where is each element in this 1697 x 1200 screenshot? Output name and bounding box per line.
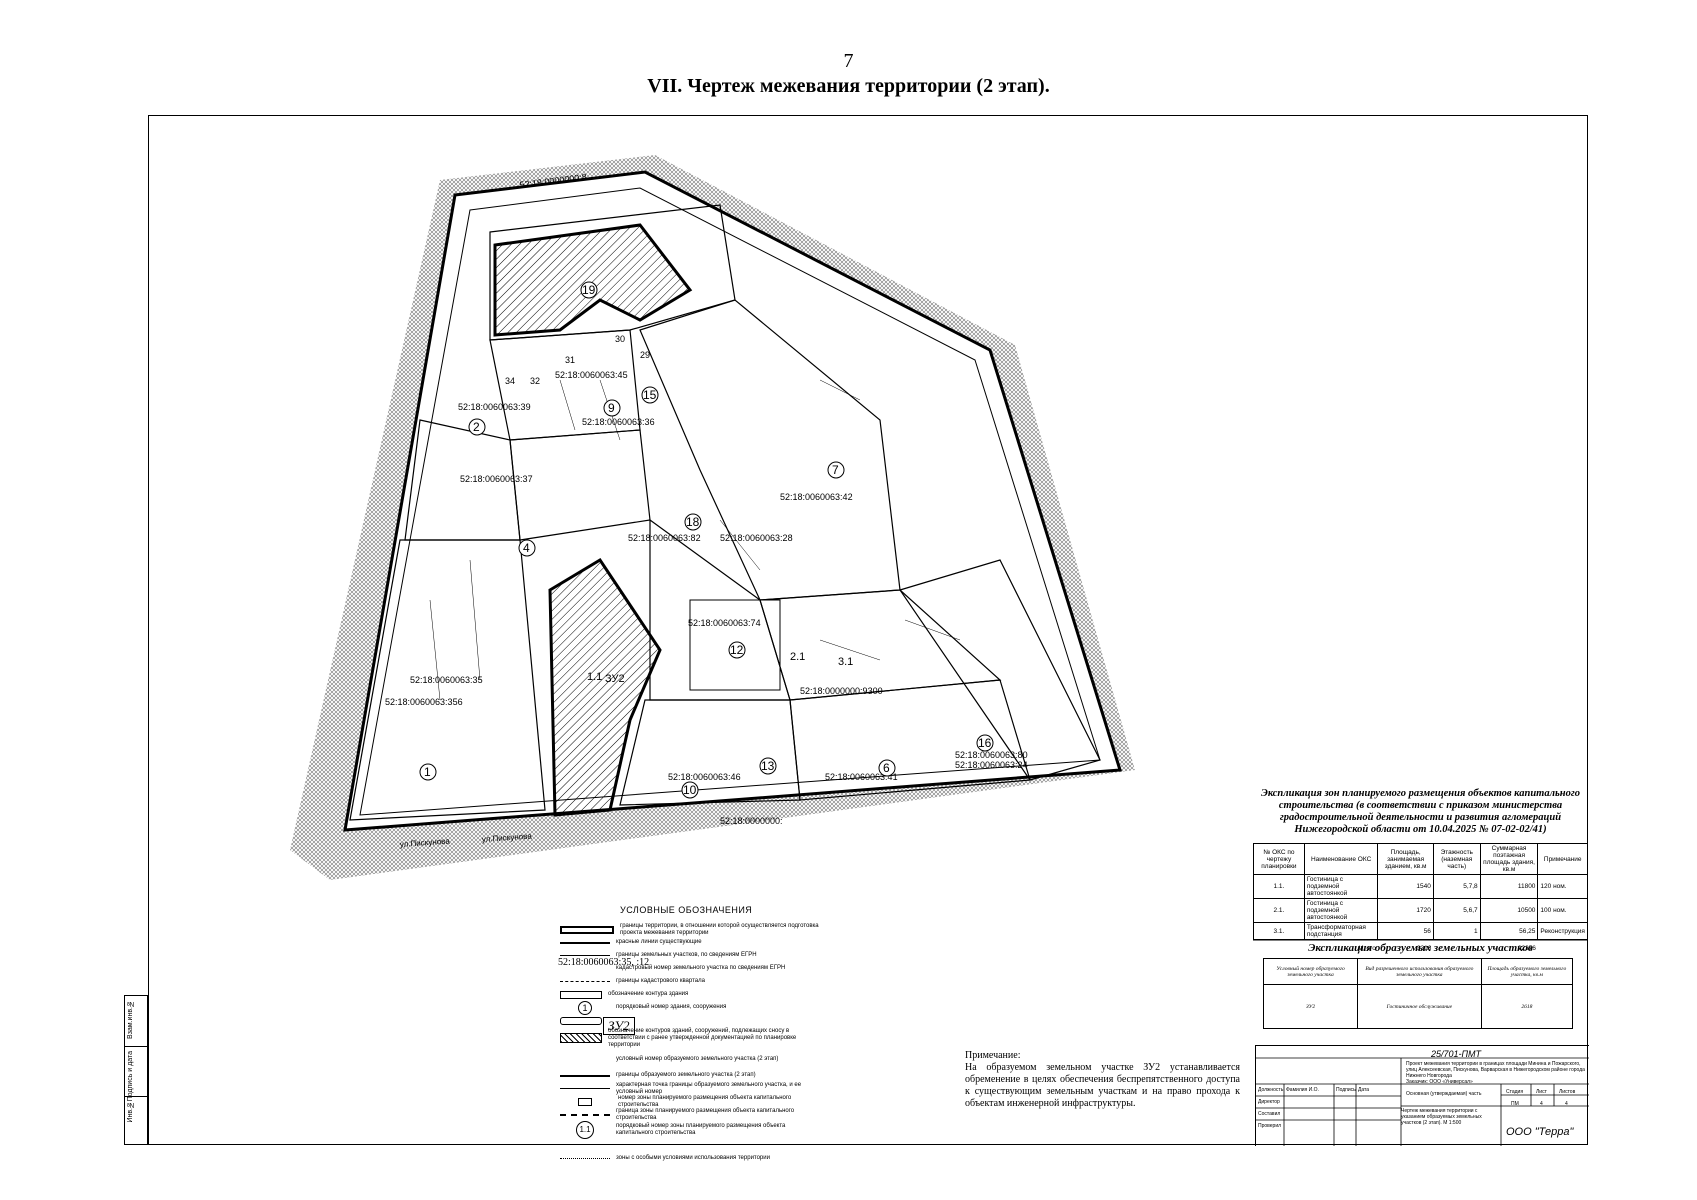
survey-details xyxy=(429,379,961,701)
legend-item: красные линии существующие xyxy=(560,936,820,949)
legend-item xyxy=(560,1014,820,1027)
zone-label: ЗУ2 xyxy=(605,673,625,685)
parcel-label: 52:18:0060063:74 xyxy=(688,618,761,628)
parcel-label: 52:18:0060063:36 xyxy=(582,417,655,427)
svg-text:29: 29 xyxy=(640,350,650,360)
legend-item: зоны с особыми условиями использования т… xyxy=(560,1152,820,1165)
legend-sample-cadnum: 52:18:0060063:35, :12 xyxy=(558,957,650,968)
zone-label: 3.1 xyxy=(838,656,853,668)
legend-item: номер зоны планируемого размещения объек… xyxy=(560,1095,820,1108)
marker: 2 xyxy=(473,420,480,434)
parcel-label: 52:18:0060063:41 xyxy=(825,772,898,782)
doc-code: 25/701-ПМТ xyxy=(1431,1049,1482,1059)
svg-text:30: 30 xyxy=(615,334,625,344)
parcel-label: 52:18:0060063:35 xyxy=(410,675,483,685)
zone-labels: 1.1 2.1 3.1 ЗУ2 xyxy=(587,651,853,685)
explication1-title: Экспликация зон планируемого размещения … xyxy=(1261,788,1580,835)
marker: 6 xyxy=(883,761,890,775)
parcel-label: 52:18:0060063:39 xyxy=(458,402,531,412)
legend-item: границы земельных участков, по сведениям… xyxy=(560,949,820,962)
building-12 xyxy=(689,599,781,691)
legend-item: кадастровый номер земельного участка по … xyxy=(616,965,786,971)
quarter-boundary xyxy=(343,170,1122,832)
parcel-label: 52:18:0060063:82 xyxy=(628,533,701,543)
legend-item: границы образуемого земельного участка (… xyxy=(560,1069,820,1082)
note-title: Примечание: xyxy=(965,1050,1021,1061)
note: Примечание: На образуемом земельном учас… xyxy=(965,1050,1240,1110)
parcel-label: 52:18:0060063:37 xyxy=(460,474,533,484)
boundary-points: 29 30 31 32 34 xyxy=(505,334,650,386)
legend-item: обозначение контура здания xyxy=(560,988,820,1001)
legend-title: УСЛОВНЫЕ ОБОЗНАЧЕНИЯ xyxy=(620,905,753,915)
section-name: Основная (утверждаемая) часть xyxy=(1406,1091,1482,1097)
parcel-label: 52:18:0060063:45 xyxy=(555,370,628,380)
drawing-frame xyxy=(148,115,1588,1145)
legend-item: характерная точка границы образуемого зе… xyxy=(560,1082,820,1095)
marker: 15 xyxy=(643,388,657,402)
street-labels: ул.Пискунова ул.Пискунова xyxy=(400,831,533,849)
marker: 1 xyxy=(424,765,431,779)
side-stamp: Инв.№ Подпись и дата Взам.инв.№ xyxy=(124,995,148,1145)
marker: 19 xyxy=(582,283,596,297)
page-title: VII. Чертеж межевания территории (2 этап… xyxy=(647,75,1050,97)
parcel-label: 52:18:0060063:24 xyxy=(955,760,1028,770)
legend-sample-zu: ЗУ2 xyxy=(603,1017,635,1035)
hatched-building-north xyxy=(493,223,693,337)
svg-text:34: 34 xyxy=(505,376,515,386)
legend-item: обозначение контуров зданий, сооружений,… xyxy=(560,1027,820,1049)
legend: УСЛОВНЫЕ ОБОЗНАЧЕНИЯ границы территории,… xyxy=(560,905,820,1165)
parcel-label: 52:18:0060063:28 xyxy=(720,533,793,543)
legend-item: границы территории, в отношении которой … xyxy=(560,923,820,936)
title-block: 25/701-ПМТ Проект межевания территории в… xyxy=(1255,1045,1589,1146)
explication2-title: Экспликация образуемых земельных участко… xyxy=(1308,942,1533,954)
legend-item: границы кадастрового квартала xyxy=(560,975,820,988)
building-markers: 1 2 4 6 7 9 10 12 13 15 16 18 19 xyxy=(419,281,994,799)
marker: 10 xyxy=(683,783,697,797)
marker: 13 xyxy=(761,759,775,773)
legend-item: граница зоны планируемого размещения объ… xyxy=(560,1108,820,1121)
parcel-labels: 52:18:0000000:8 52:18:0060063:45 52:18:0… xyxy=(385,172,1028,826)
svg-text:ул.Пискунова: ул.Пискунова xyxy=(400,836,451,849)
note-text: На образуемом земельном участке ЗУ2 уста… xyxy=(965,1062,1240,1109)
legend-item xyxy=(560,1139,820,1152)
table-row: ЗУ2 Гостиничное обслуживание 2618 xyxy=(1262,984,1574,1029)
marker: 16 xyxy=(978,736,992,750)
marker: 18 xyxy=(686,515,700,529)
parcel-label: 52:18:0060063:46 xyxy=(668,772,741,782)
marker: 4 xyxy=(523,541,530,555)
svg-text:31: 31 xyxy=(565,355,575,365)
parcel-label: 52:18:0060063:80 xyxy=(955,750,1028,760)
hatched-building-zu2 xyxy=(548,557,662,817)
explication2-table: Условный номер образуемого земельного уч… xyxy=(1262,958,1574,1029)
project-name: Проект межевания территории в границах п… xyxy=(1406,1061,1585,1085)
parcel-label: 52:18:0000000: xyxy=(720,816,783,826)
sheet-title: Чертеж межевания территории с указанием … xyxy=(1401,1108,1482,1126)
legend-item: условный номер образуемого земельного уч… xyxy=(616,1055,779,1062)
zone-label: 1.1 xyxy=(587,671,602,683)
marker: 12 xyxy=(730,643,744,657)
marker: 7 xyxy=(832,463,839,477)
table-row: 1.1.Гостиница с подземной автостоянкой 1… xyxy=(1253,874,1588,899)
table-row: 2.1.Гостиница с подземной автостоянкой 1… xyxy=(1253,898,1588,923)
zone-label: 2.1 xyxy=(790,651,805,663)
page-number: 7 xyxy=(843,50,854,72)
svg-text:32: 32 xyxy=(530,376,540,386)
table-total-row: Итого 3316 22356 xyxy=(1358,944,1536,952)
svg-text:ул.Пискунова: ул.Пискунова xyxy=(482,831,533,844)
parcel-label: 52:18:0060063:42 xyxy=(780,492,853,502)
marker: 9 xyxy=(608,401,615,415)
parcel-label: 52:18:0060063:356 xyxy=(385,697,463,707)
firm-name: ООО "Терра" xyxy=(1506,1126,1574,1138)
parcel-label: 52:18:0000000:9300 xyxy=(800,686,883,696)
